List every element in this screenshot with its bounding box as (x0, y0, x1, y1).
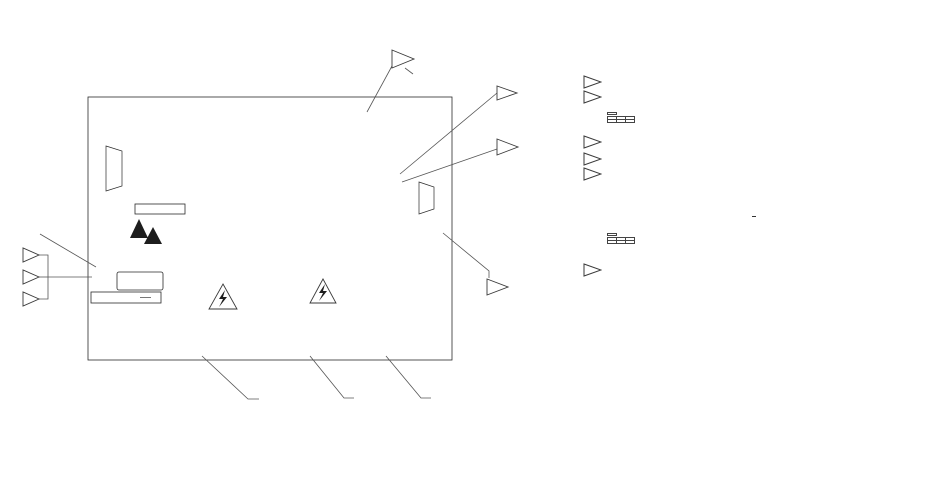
note-flag-icon (583, 75, 607, 89)
rev-box (134, 203, 186, 215)
table-title (607, 232, 617, 236)
pcb-assembly-drawing (22, 49, 520, 400)
table-title (607, 112, 617, 116)
callout-flags (22, 49, 520, 307)
esd-warning-icon (130, 219, 162, 244)
table-row (607, 239, 635, 244)
note-item-5-flag (583, 90, 950, 105)
note-flag-icon (583, 134, 607, 149)
high-voltage-warning-icon (208, 278, 337, 310)
table-cell (625, 119, 635, 124)
programmable-device-table-2 (607, 232, 635, 244)
note-item-13-flag (583, 152, 950, 167)
table-cell (607, 119, 617, 124)
dsub-connector-left (105, 145, 123, 192)
table-cell (616, 239, 626, 244)
note-flag-icon (583, 263, 607, 277)
note-flag-icon (583, 90, 607, 105)
note-item-4-flag (583, 75, 950, 90)
barcode-box (116, 271, 164, 291)
for-5350000-2-only-heading (588, 205, 920, 218)
table-cell (616, 119, 626, 124)
note-item-16-flag (583, 263, 950, 278)
programmable-device-table-1 (607, 112, 635, 124)
serial-box (90, 291, 162, 304)
note-flag-icon (583, 152, 607, 166)
notes-section (583, 62, 950, 280)
table-cell (625, 239, 635, 244)
dsub-connector-right (418, 181, 435, 215)
callout-leader-lines (38, 65, 498, 400)
note-item-14-flag (583, 167, 950, 182)
note-flag-icon (583, 167, 607, 182)
table-row (607, 119, 635, 124)
pcb-board-outline (87, 96, 453, 361)
table-cell (607, 239, 617, 244)
note-item-11-flag (583, 134, 950, 150)
